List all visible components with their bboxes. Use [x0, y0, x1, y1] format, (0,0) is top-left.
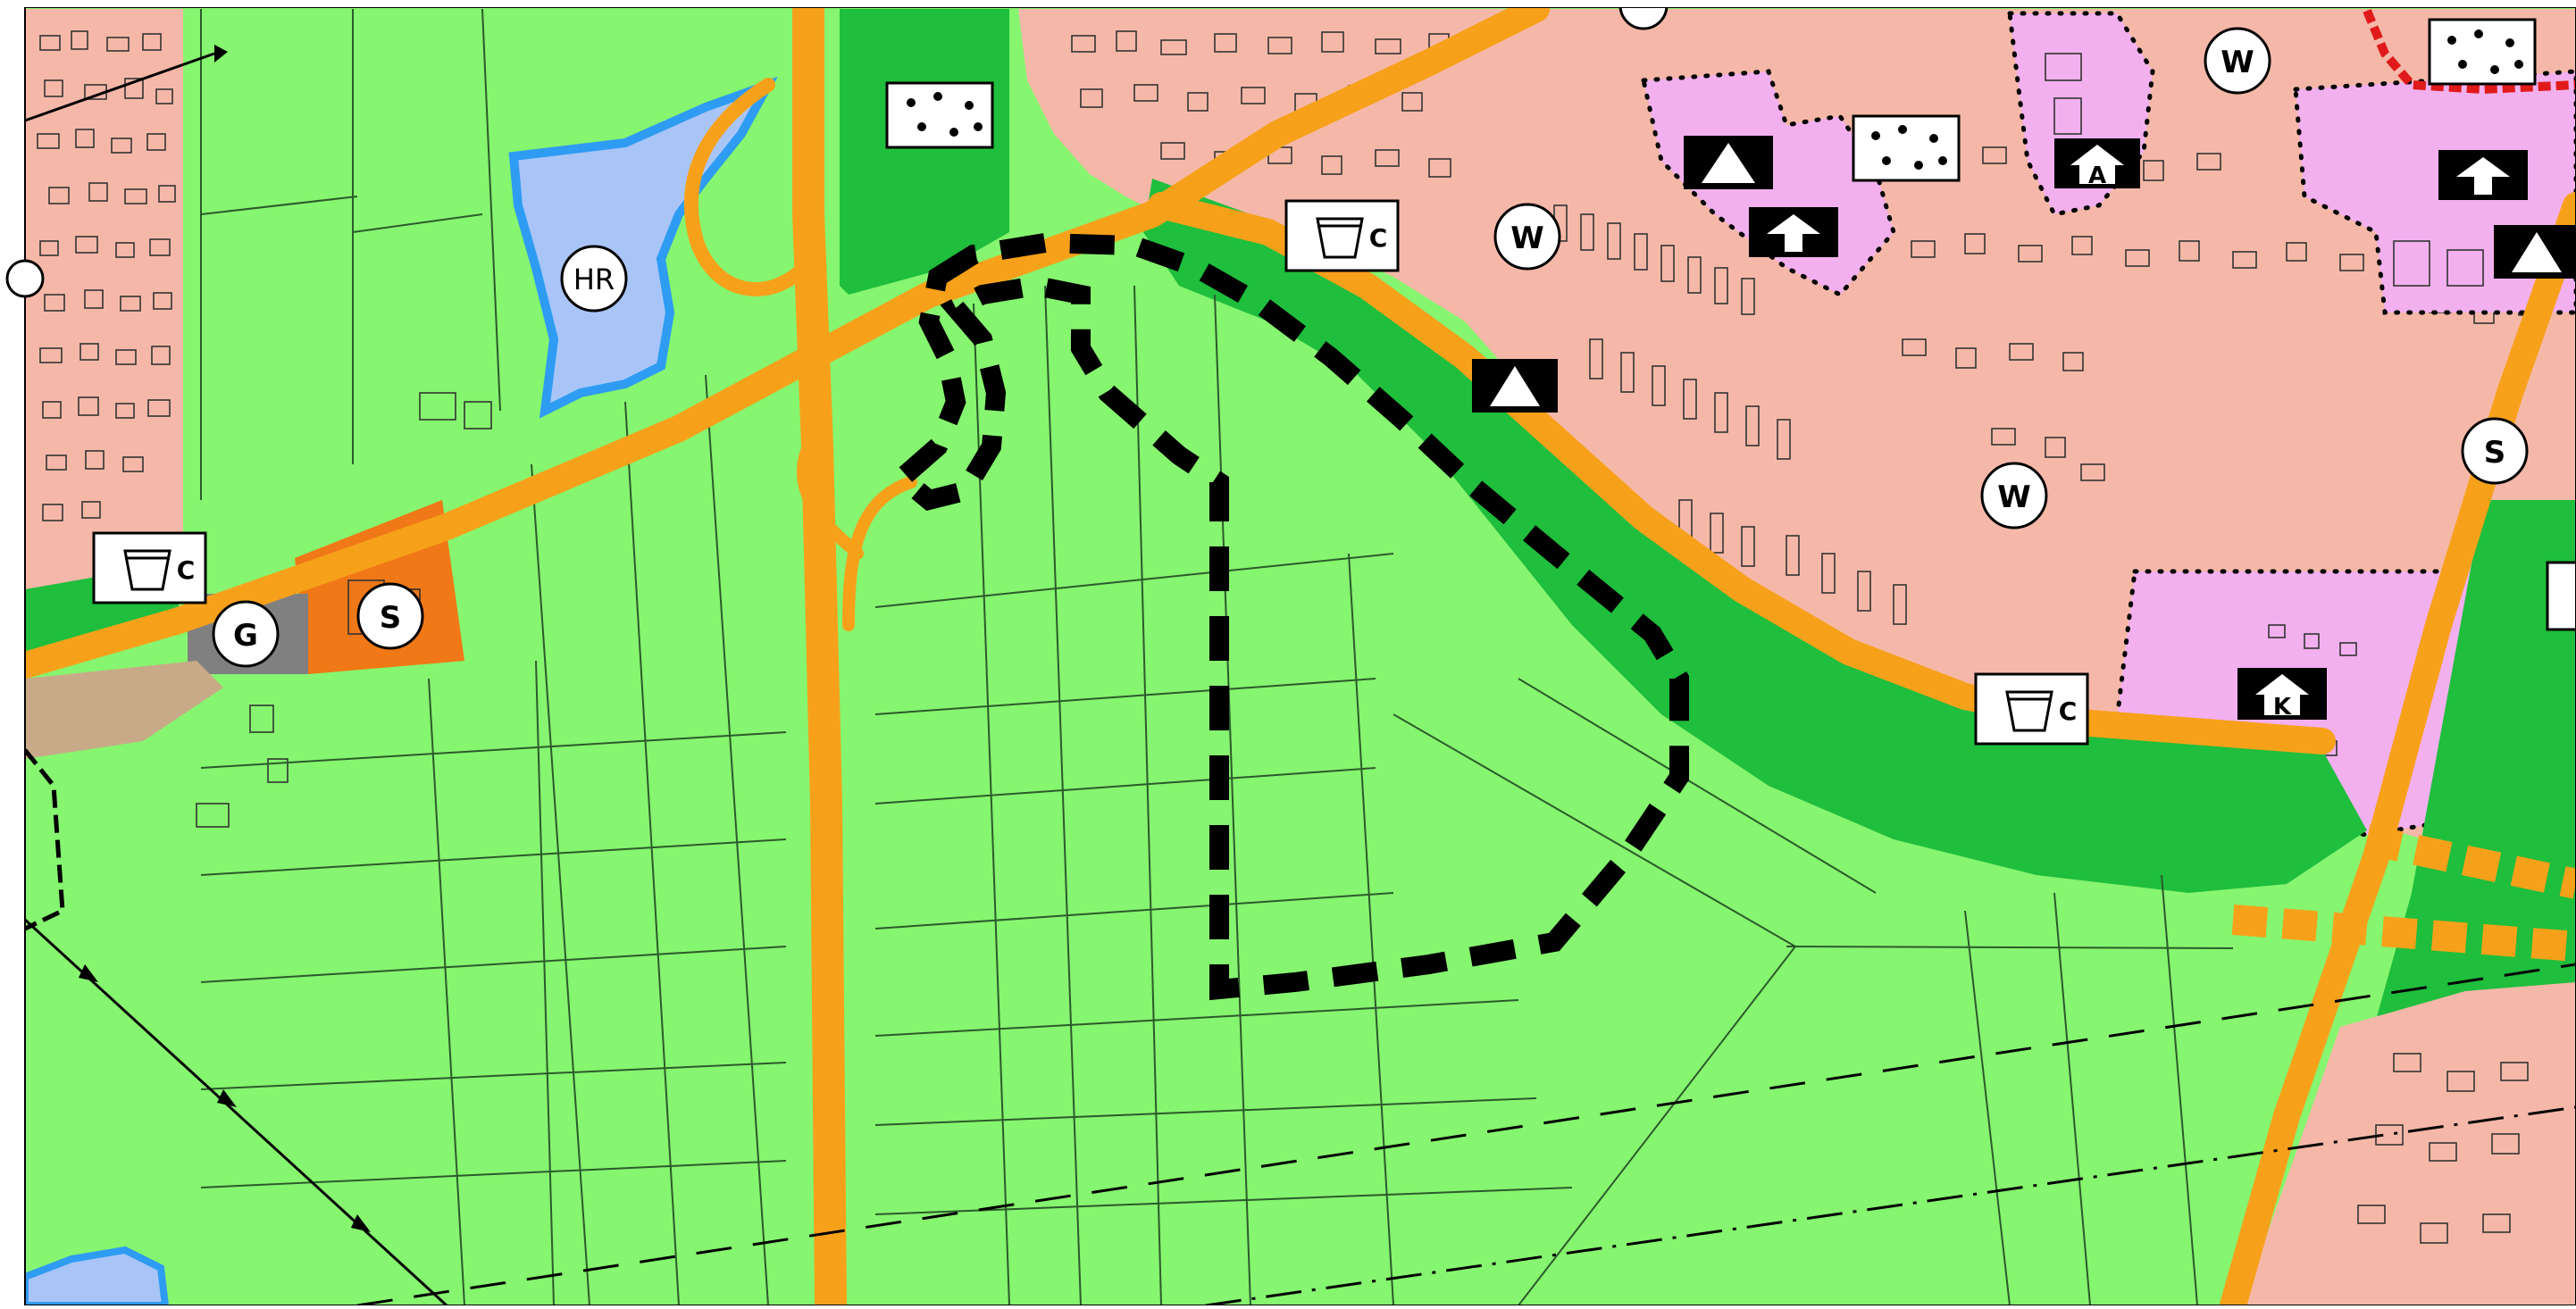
container-symbol-icon: C — [92, 531, 207, 604]
dotted-box-symbol-icon — [885, 81, 994, 149]
arrow-line-lower-left — [23, 918, 448, 1307]
partial-circle-left-edge-cap — [5, 259, 45, 298]
letter-house-k-icon: K — [2237, 668, 2327, 721]
dash-dot-line-lower — [1205, 1105, 2576, 1307]
top-margin — [0, 0, 2576, 7]
orange-dashed-boundary — [2231, 824, 2576, 962]
highway-vertical — [792, 0, 847, 1309]
letter-k-label: K — [2273, 694, 2292, 721]
dotted-box-symbol-icon — [1852, 114, 1961, 182]
facility-dotted-borders — [1640, 11, 2576, 838]
container-symbol-icon: C — [1974, 672, 2089, 746]
partial-box-right-edge — [2546, 561, 2576, 631]
planning-area-boundary — [887, 232, 1689, 1001]
building-pattern-left — [37, 30, 176, 521]
circle-letter-icon: W — [1493, 203, 1561, 271]
dotted-box-symbol-icon — [2428, 18, 2537, 86]
residential-area-lower-right — [2242, 982, 2576, 1305]
circle-letter-icon: S — [2461, 417, 2529, 485]
label-g: G — [233, 618, 258, 654]
circle-letter-icon: S — [356, 582, 424, 650]
utility-strip — [25, 661, 223, 759]
label-w-2: W — [2221, 45, 2254, 80]
building-pattern-lower-right — [2357, 1053, 2529, 1244]
arrow-line-top-left — [24, 52, 215, 122]
circle-letter-icon: G — [212, 600, 280, 668]
green-strip-north — [840, 9, 1009, 295]
label-w-1: W — [1510, 221, 1544, 256]
label-s-2: S — [2484, 435, 2506, 471]
container-symbol-icon: C — [1284, 199, 1400, 272]
heritage-boundary-line — [2363, 9, 2576, 95]
parcel-lines — [200, 8, 2234, 1306]
circle-letter-icon: W — [1980, 462, 2048, 529]
container-c-label-2: C — [1369, 223, 1388, 253]
container-c-label-1: C — [177, 555, 196, 585]
residential-area-left — [25, 9, 183, 616]
building-pattern-right — [1071, 30, 2543, 625]
circle-letter-icon: W — [2204, 27, 2271, 95]
arrow-head-lower-left-2 — [217, 1089, 237, 1107]
ring-road-curve — [1148, 192, 2336, 755]
left-margin — [0, 0, 24, 1305]
road-east-diagonal — [2220, 192, 2576, 1309]
container-c-label-3: C — [2059, 696, 2078, 726]
letter-a-label: A — [2088, 163, 2106, 189]
dashed-line-lower — [356, 963, 2576, 1307]
label-w-3: W — [1997, 479, 2031, 515]
road-network — [12, 0, 2576, 1309]
label-hr: HR — [573, 263, 615, 296]
ramp-west — [842, 476, 917, 631]
cloverleaf-ring — [683, 78, 811, 296]
label-s-1: S — [380, 600, 402, 636]
hatched-buildings — [196, 392, 492, 828]
letter-house-a-icon: A — [2054, 138, 2140, 189]
circle-letter-icon: HR — [560, 245, 628, 313]
triangle-symbol-icon — [1684, 136, 1773, 189]
main-road-diagonal — [12, 0, 1550, 679]
triangle-symbol-icon — [2494, 225, 2576, 279]
triangle-symbol-icon — [1472, 359, 1558, 413]
house-symbol-icon — [2438, 150, 2528, 200]
arrow-head-lower-left-3 — [351, 1214, 371, 1232]
house-symbol-icon — [1749, 207, 1838, 257]
arrow-head-top-left — [214, 45, 228, 63]
arrow-head-lower-left-1 — [79, 964, 98, 982]
double-dashed-edge-left — [23, 748, 65, 931]
